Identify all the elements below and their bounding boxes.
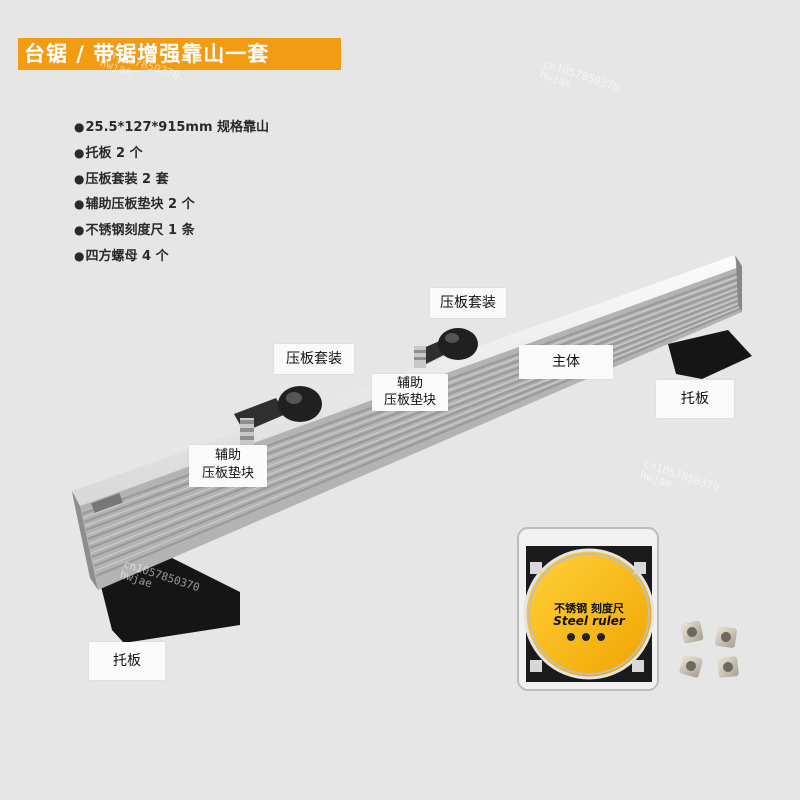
ruler-package — [517, 527, 659, 691]
clamp-left — [234, 386, 322, 448]
ruler-package-title: 不锈钢 刻度尺 — [554, 602, 624, 615]
spec-item: ●25.5*127*915mm 规格靠山 — [74, 120, 270, 135]
spec-item: ●压板套装 2 套 — [74, 171, 169, 187]
spec-item: ●辅助压板垫块 2 个 — [74, 197, 195, 213]
spec-item: ●托板 2 个 — [74, 145, 143, 161]
bullet-icon: ● — [74, 248, 85, 263]
right-tray — [668, 330, 752, 379]
header-banner: 台锯 / 带锯增强靠山一套 — [18, 38, 341, 70]
callout-pad-left: 辅助 压板垫块 — [189, 445, 267, 487]
spec-list: ●25.5*127*915mm 规格靠山 ●托板 2 个 ●压板套装 2 套 ●… — [74, 118, 269, 273]
header-title: 台锯 / 带锯增强靠山一套 — [24, 42, 270, 66]
callout-main-body: 主体 — [519, 345, 613, 379]
bullet-icon: ● — [74, 223, 85, 238]
spec-item: ●不锈钢刻度尺 1 条 — [74, 223, 195, 239]
bullet-icon: ● — [74, 171, 85, 186]
callout-clamp-left: 压板套装 — [274, 344, 354, 374]
callout-tray-left: 托板 — [89, 642, 165, 680]
square-nuts — [679, 620, 739, 678]
bullet-icon: ● — [74, 145, 85, 160]
bullet-icon: ● — [74, 120, 85, 134]
ruler-package-subtitle: Steel ruler — [553, 614, 625, 628]
callout-tray-right: 托板 — [656, 380, 734, 418]
spec-item: ●四方螺母 4 个 — [74, 248, 169, 264]
callout-pad-right: 辅助 压板垫块 — [372, 374, 448, 411]
bullet-icon: ● — [74, 197, 85, 212]
callout-clamp-right: 压板套装 — [430, 288, 506, 318]
